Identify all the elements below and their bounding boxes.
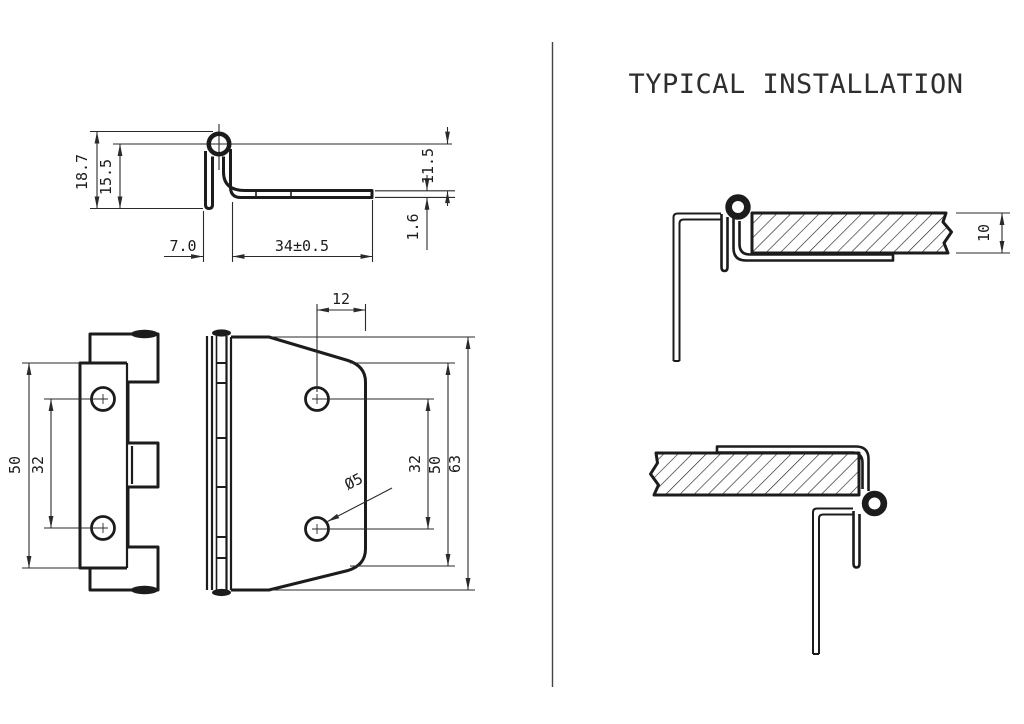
hinge-leaf-front-view: 50 32 xyxy=(6,329,160,595)
installation-view-top: 10 xyxy=(672,194,1010,362)
dim-label-hole-to-edge: 12 xyxy=(332,290,350,308)
dim-label-leaf-length: 34±0.5 xyxy=(275,237,329,255)
dim-label-body-height: 50 xyxy=(6,456,24,474)
panel-section-hatched xyxy=(649,451,861,497)
horizontal-leaf xyxy=(715,445,870,491)
flag-plate-outline xyxy=(231,335,367,592)
dim-label-overall-height: 63 xyxy=(446,455,464,473)
hole-center-marks xyxy=(98,394,108,533)
knuckle-barrel xyxy=(861,490,888,517)
vertical-leaf-profile xyxy=(204,151,214,210)
panel-section-hatched xyxy=(750,211,953,255)
dim-label-thickness: 1.6 xyxy=(404,213,422,240)
knuckle-curl-bottom xyxy=(131,585,158,595)
knuckle-segment-dividers xyxy=(216,362,227,559)
drawing-title: TYPICAL INSTALLATION xyxy=(628,69,963,100)
door-panel-inner xyxy=(818,513,853,654)
knuckle-curl-top xyxy=(212,329,231,337)
dim-label-panel-thickness: 10 xyxy=(975,224,993,242)
vertical-leaf xyxy=(720,214,729,273)
dim-label-leaf-height: 15.5 xyxy=(97,159,115,195)
dim-label-hole-pitch: 32 xyxy=(29,456,47,474)
door-panel-outer xyxy=(812,507,853,654)
dim-label-hole-diameter: Ø5 xyxy=(342,469,366,493)
dim-label-hole-pitch: 32 xyxy=(406,455,424,473)
leaf-outline xyxy=(78,332,160,592)
dim-label-body-height: 50 xyxy=(426,456,444,474)
knuckle-barrel xyxy=(206,131,232,157)
dim-label-leaf-offset: 7.0 xyxy=(169,237,196,255)
hinge-side-view: 18.7 15.5 7.0 34±0.5 11.5 1.6 xyxy=(73,124,455,262)
dim-label-overall-height: 18.7 xyxy=(73,154,91,190)
knuckle-barrel xyxy=(725,194,751,220)
horizontal-leaf-profile xyxy=(222,149,374,199)
knuckle-curl-bottom xyxy=(212,588,231,597)
dim-label-center-to-face: 11.5 xyxy=(419,148,437,184)
door-panel-inner xyxy=(678,218,721,361)
door-panel-outer xyxy=(672,212,721,361)
hole-center-marks xyxy=(312,394,322,534)
leader-hole-diameter xyxy=(327,487,393,522)
installation-view-bottom xyxy=(649,445,888,655)
knuckle-curl-top xyxy=(131,329,158,339)
horizontal-leaf xyxy=(732,218,895,262)
vertical-leaf xyxy=(852,511,861,569)
hinge-flag-front-view: 12 32 50 63 Ø5 xyxy=(205,290,475,597)
